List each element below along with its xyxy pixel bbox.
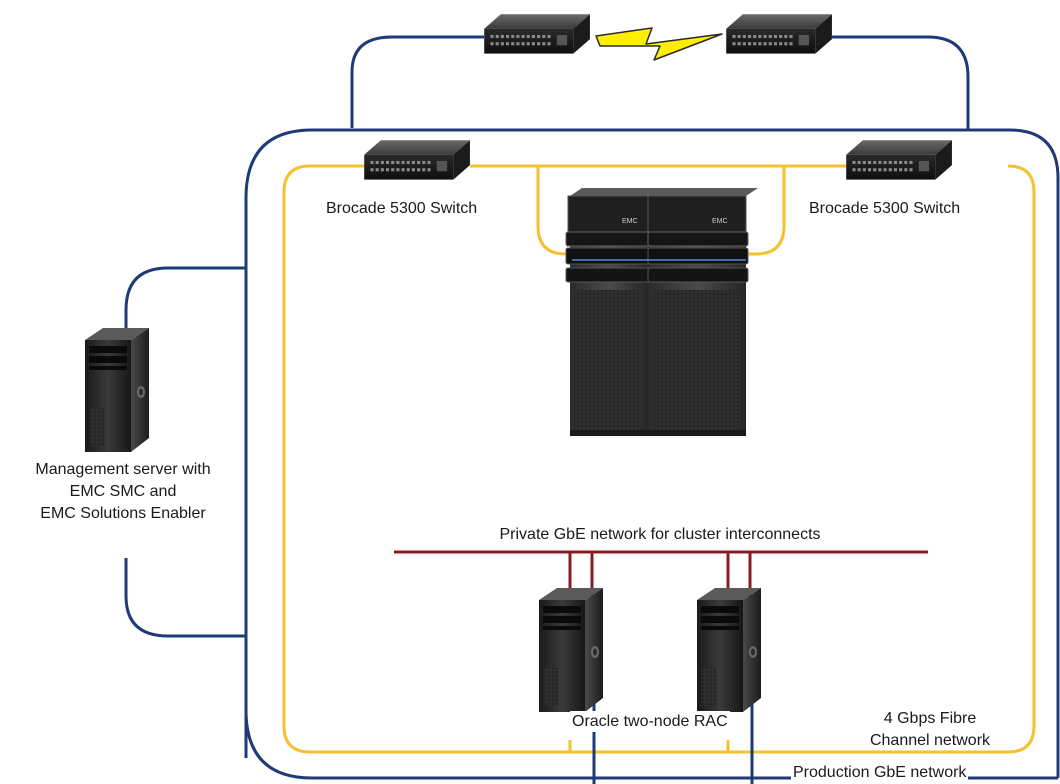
storage-badge-left: EMC (622, 218, 638, 225)
management-server-icon (85, 328, 149, 452)
fc-switch-left-icon (364, 140, 470, 180)
private-network-label: Private GbE network for cluster intercon… (499, 526, 821, 543)
mgmt-server-label-line3: EMC Solutions Enabler (40, 505, 206, 522)
lightning-bolt-icon (595, 27, 723, 61)
wan-link (350, 35, 970, 130)
production-network-loop (244, 128, 1060, 758)
mgmt-server-links (124, 266, 246, 638)
storage-array-icon: EMC EMC (565, 188, 758, 436)
fc-switch-right-icon (846, 140, 952, 180)
fc-switch-right-label: Brocade 5300 Switch (809, 200, 961, 217)
rac-node-2-server-icon (697, 588, 761, 712)
production-network-label: Production GbE network (791, 762, 969, 783)
wan-switch-right-icon (726, 14, 832, 54)
rac-fc-drops (568, 740, 730, 752)
mgmt-server-label-line1: Management server with (35, 461, 211, 478)
fc-switch-left-label: Brocade 5300 Switch (326, 200, 478, 217)
rac-node-1-server-icon (539, 588, 603, 712)
fc-network-label-line1: 4 Gbps Fibre (883, 710, 977, 727)
storage-badge-right: EMC (712, 218, 728, 225)
production-network-bottom (244, 709, 1058, 780)
wan-switch-left-icon (484, 14, 590, 54)
fc-network-label-line2: Channel network (869, 732, 991, 749)
rac-label: Oracle two-node RAC (570, 711, 730, 732)
mgmt-server-label-line2: EMC SMC and (69, 483, 177, 500)
fibre-channel-loop (282, 164, 1036, 754)
